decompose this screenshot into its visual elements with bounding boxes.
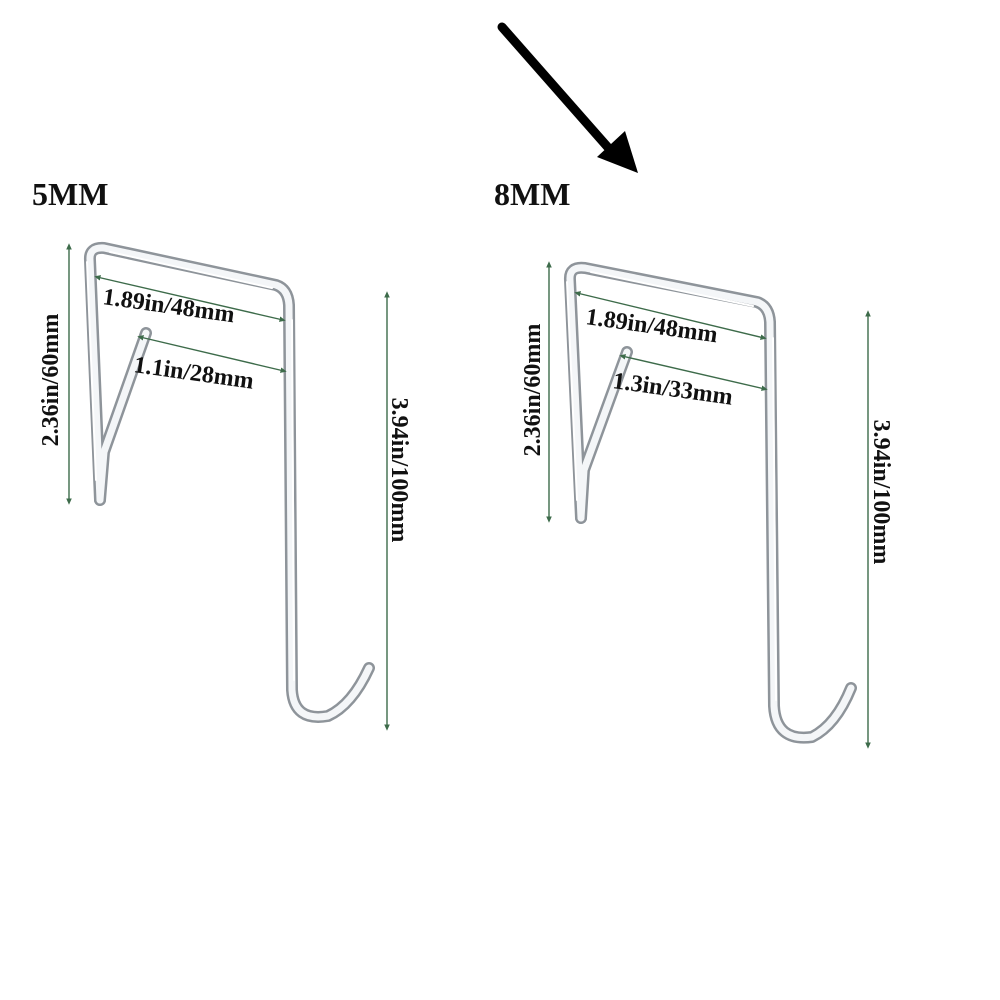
variant-label-8mm: 8MM <box>494 176 570 212</box>
dim-inner-width-5mm: 1.1in/28mm <box>132 352 255 395</box>
hook-5mm-wire <box>83 241 375 723</box>
hook-5mm: 5MM 2.36in/60mm 1.89in/48mm 1.1in/28mm 3… <box>32 176 412 731</box>
dim-height-total-5mm: 3.94in/100mm <box>386 398 412 543</box>
dim-height-total-8mm: 3.94in/100mm <box>868 420 894 565</box>
variant-label-5mm: 5MM <box>32 176 108 212</box>
dim-height-short-8mm: 2.36in/60mm <box>520 324 546 457</box>
dimension-line-top-width-5mm <box>94 275 286 322</box>
dimension-line-top-width-8mm <box>574 291 767 340</box>
hook-8mm: 8MM 2.36in/60mm 1.89in/48mm 1.3in/33mm 3… <box>494 176 894 749</box>
dim-height-short-5mm: 2.36in/60mm <box>38 314 64 447</box>
arrow-down-right-icon <box>497 22 638 173</box>
dimension-line-inner-width-8mm <box>619 354 768 391</box>
dimension-line-inner-width-5mm <box>137 335 287 373</box>
hook-8mm-wire <box>563 261 857 744</box>
dim-inner-width-8mm: 1.3in/33mm <box>611 368 734 411</box>
dim-top-width-5mm: 1.89in/48mm <box>101 284 236 328</box>
